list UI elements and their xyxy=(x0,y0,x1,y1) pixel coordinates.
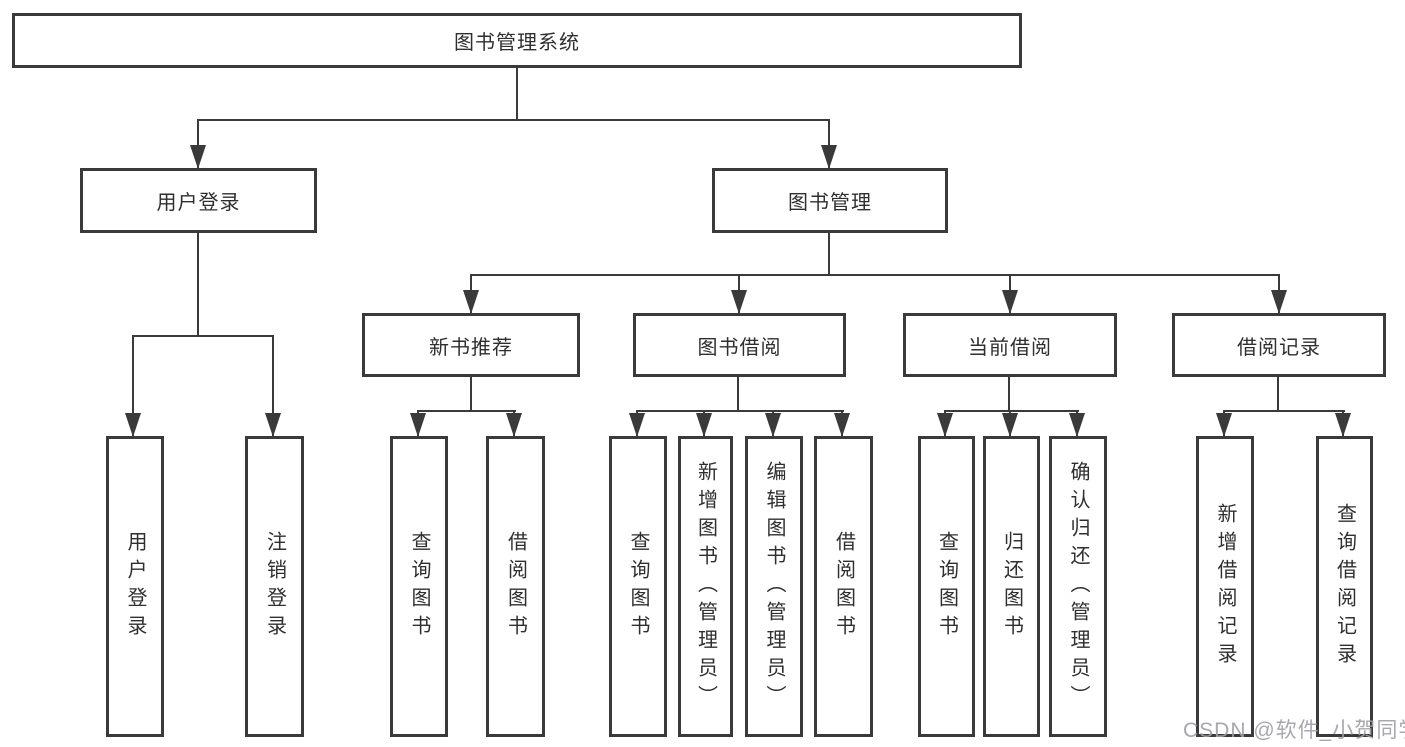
node-label: 当前借阅 xyxy=(968,336,1052,359)
arrowhead-down-icon xyxy=(1271,290,1287,314)
node-label: 图书管理 xyxy=(788,192,872,214)
node-label: 新书推荐 xyxy=(429,336,513,359)
leaf-label: 编辑图书（管理员） xyxy=(763,460,785,713)
leaf-nbr-borrow-books: 借阅图书 xyxy=(486,436,545,737)
node-label: 借阅记录 xyxy=(1237,336,1321,359)
connector-line xyxy=(637,410,844,412)
leaf-label: 查询借阅记录 xyxy=(1333,502,1356,671)
leaf-label: 确认归还（管理员） xyxy=(1067,460,1089,713)
leaf-label: 归还图书 xyxy=(1000,530,1023,643)
connector-line xyxy=(828,119,830,169)
node-borrowing-records: 借阅记录 xyxy=(1172,313,1386,377)
leaf-label: 查询图书 xyxy=(408,530,430,643)
connector-line xyxy=(945,410,1079,412)
node-user-login: 用户登录 xyxy=(80,168,317,233)
leaf-logout-login: 注销登录 xyxy=(245,436,304,737)
node-library-management-system: 图书管理系统 xyxy=(12,13,1022,68)
connector-line xyxy=(197,119,830,121)
arrowhead-down-icon xyxy=(1002,290,1018,314)
connector-line xyxy=(1008,376,1010,411)
leaf-label: 查询图书 xyxy=(627,530,649,643)
arrowhead-down-icon xyxy=(1002,413,1018,437)
connector-line xyxy=(1224,410,1345,412)
connector-line xyxy=(828,232,830,275)
leaf-label: 借阅图书 xyxy=(832,530,855,643)
leaf-nbr-query-books: 查询图书 xyxy=(390,436,448,737)
arrowhead-down-icon xyxy=(463,290,479,314)
leaf-bb-edit-books-admin: 编辑图书（管理员） xyxy=(745,436,803,737)
connector-line xyxy=(197,232,199,335)
arrowhead-down-icon xyxy=(821,145,837,169)
connector-line xyxy=(272,335,274,437)
leaf-label: 用户登录 xyxy=(124,530,146,643)
leaf-br-query-record: 查询借阅记录 xyxy=(1316,436,1373,737)
arrowhead-down-icon xyxy=(506,413,522,437)
connector-line xyxy=(1277,376,1279,411)
leaf-label: 注销登录 xyxy=(263,530,286,643)
leaf-label: 借阅图书 xyxy=(504,530,527,643)
connector-line xyxy=(470,376,472,411)
arrowhead-down-icon xyxy=(265,413,281,437)
connector-line xyxy=(516,68,518,121)
leaf-label: 新增借阅记录 xyxy=(1214,502,1236,671)
connector-line xyxy=(470,274,1280,276)
arrowhead-down-icon xyxy=(765,413,781,437)
connector-line xyxy=(132,335,134,437)
arrowhead-down-icon xyxy=(1335,413,1351,437)
leaf-label: 新增图书（管理员） xyxy=(694,460,717,713)
arrowhead-down-icon xyxy=(1069,413,1085,437)
node-label: 图书管理系统 xyxy=(454,32,580,54)
leaf-bb-borrow-books: 借阅图书 xyxy=(814,436,873,737)
leaf-bb-add-books-admin: 新增图书（管理员） xyxy=(678,436,733,737)
csdn-watermark: CSDN @软件_小贺同学 xyxy=(1183,719,1405,742)
leaf-cb-confirm-return-admin: 确认归还（管理员） xyxy=(1049,436,1107,737)
node-current-borrowing: 当前借阅 xyxy=(903,313,1117,377)
connector-line xyxy=(133,335,274,337)
node-label: 图书借阅 xyxy=(697,336,782,359)
node-book-management: 图书管理 xyxy=(712,168,948,233)
node-book-borrowing: 图书借阅 xyxy=(633,313,846,377)
node-label: 用户登录 xyxy=(156,192,241,214)
node-new-book-recommendation: 新书推荐 xyxy=(362,313,580,377)
leaf-user-login: 用户登录 xyxy=(106,436,164,737)
arrowhead-down-icon xyxy=(1216,413,1232,437)
arrowhead-down-icon xyxy=(834,413,850,437)
leaf-label: 查询图书 xyxy=(935,530,958,643)
arrowhead-down-icon xyxy=(696,413,712,437)
leaf-br-add-record: 新增借阅记录 xyxy=(1196,436,1254,737)
leaf-cb-query-books: 查询图书 xyxy=(918,436,975,737)
leaf-bb-query-books: 查询图书 xyxy=(609,436,667,737)
connector-line xyxy=(418,410,516,412)
arrowhead-down-icon xyxy=(937,413,953,437)
arrowhead-down-icon xyxy=(125,413,141,437)
arrowhead-down-icon xyxy=(731,290,747,314)
arrowhead-down-icon xyxy=(190,145,206,169)
arrowhead-down-icon xyxy=(410,413,426,437)
connector-line xyxy=(197,119,199,169)
arrowhead-down-icon xyxy=(629,413,645,437)
leaf-cb-return-books: 归还图书 xyxy=(983,436,1040,737)
connector-line xyxy=(737,376,739,411)
